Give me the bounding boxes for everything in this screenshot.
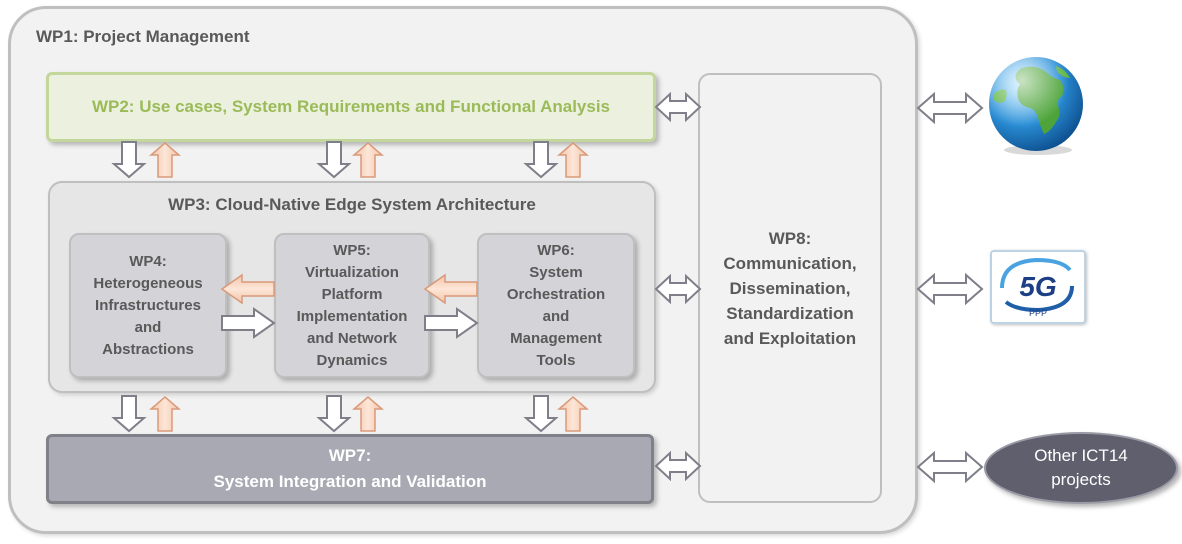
wp7-line: System Integration and Validation	[213, 472, 487, 491]
up-arrow-icon	[556, 396, 590, 432]
up-arrow-icon	[351, 396, 385, 432]
globe-icon	[989, 57, 1083, 155]
wp8-line: Dissemination,	[729, 278, 851, 298]
up-arrow-icon	[148, 396, 182, 432]
arrow-pair-wp3-wp7-3	[523, 395, 590, 433]
wp6-box: WP6: System Orchestration and Management…	[477, 233, 635, 378]
wp1-title: WP1: Project Management	[36, 27, 250, 46]
wp5-line: Virtualization	[305, 263, 399, 281]
wp4-line: WP4:	[129, 252, 167, 270]
wp6-line: Orchestration	[506, 285, 606, 303]
arrow-pair-wp2-wp3-2	[316, 141, 385, 179]
down-arrow-icon	[111, 141, 147, 179]
wp4-line: and	[134, 318, 162, 336]
double-arrow-5gppp-icon	[916, 272, 984, 306]
right-arrow-icon	[221, 307, 276, 339]
wp6-line: System	[529, 263, 583, 281]
arrow-pair-wp2-wp3-1	[111, 141, 182, 179]
up-arrow-icon	[148, 142, 182, 178]
5g-ppp-logo-icon: 5G PPP	[1000, 257, 1074, 318]
wp6-line: and	[542, 307, 570, 325]
other-ict14-projects: Other ICT14 projects	[984, 432, 1178, 504]
down-arrow-icon	[316, 141, 352, 179]
wp8-line: Standardization	[726, 303, 854, 323]
arrows-wp5-wp6	[423, 273, 479, 339]
wp3-title: WP3: Cloud-Native Edge System Architectu…	[168, 195, 536, 214]
wp6-line: Management	[510, 329, 602, 347]
wp7-line: WP7:	[328, 446, 372, 465]
down-arrow-icon	[523, 141, 559, 179]
arrow-pair-wp3-wp7-2	[316, 395, 385, 433]
down-arrow-icon	[316, 395, 352, 433]
wp5-line: Implementation	[296, 307, 408, 325]
5g-ppp-logo: 5G PPP	[990, 250, 1086, 324]
wp5-line: and Network	[306, 329, 397, 347]
wp8-line: and Exploitation	[723, 328, 857, 348]
wp8-line: WP8:	[768, 228, 812, 248]
right-arrow-icon	[424, 307, 479, 339]
wp2-box: WP2: Use cases, System Requirements and …	[46, 72, 656, 142]
wp5-box: WP5: Virtualization Platform Implementat…	[274, 233, 430, 378]
double-arrow-wp2-wp8-icon	[654, 91, 702, 123]
other-projects-line: Other ICT14	[1034, 446, 1128, 465]
arrows-wp4-wp5	[220, 273, 276, 339]
wp6-line: WP6:	[537, 241, 575, 259]
wp6-line: Tools	[536, 351, 576, 369]
wp8-box: WP8: Communication, Dissemination, Stand…	[698, 73, 882, 503]
double-arrow-wp3-wp8-icon	[654, 273, 702, 305]
5g-logo-main: 5G	[1019, 271, 1056, 302]
5g-logo-sub: PPP	[1029, 308, 1047, 318]
wp4-box: WP4: Heterogeneous Infrastructures and A…	[69, 233, 227, 378]
down-arrow-icon	[523, 395, 559, 433]
wp5-line: Dynamics	[316, 351, 388, 369]
wp4-line: Abstractions	[102, 340, 194, 358]
wp8-line: Communication,	[723, 253, 857, 273]
wp5-line: Platform	[321, 285, 383, 303]
double-arrow-globe-icon	[916, 91, 984, 125]
left-arrow-icon	[220, 273, 275, 305]
wp4-line: Infrastructures	[95, 296, 201, 314]
double-arrow-wp7-wp8-icon	[654, 450, 702, 482]
up-arrow-icon	[351, 142, 385, 178]
double-arrow-other-projects-icon	[916, 450, 984, 484]
left-arrow-icon	[423, 273, 478, 305]
wp5-line: WP5:	[333, 241, 371, 259]
arrow-pair-wp3-wp7-1	[111, 395, 182, 433]
down-arrow-icon	[111, 395, 147, 433]
arrow-pair-wp2-wp3-3	[523, 141, 590, 179]
wp4-line: Heterogeneous	[93, 274, 203, 292]
up-arrow-icon	[556, 142, 590, 178]
other-projects-line: projects	[1051, 470, 1111, 489]
wp2-label: WP2: Use cases, System Requirements and …	[91, 97, 611, 116]
wp7-box: WP7: System Integration and Validation	[46, 434, 654, 504]
